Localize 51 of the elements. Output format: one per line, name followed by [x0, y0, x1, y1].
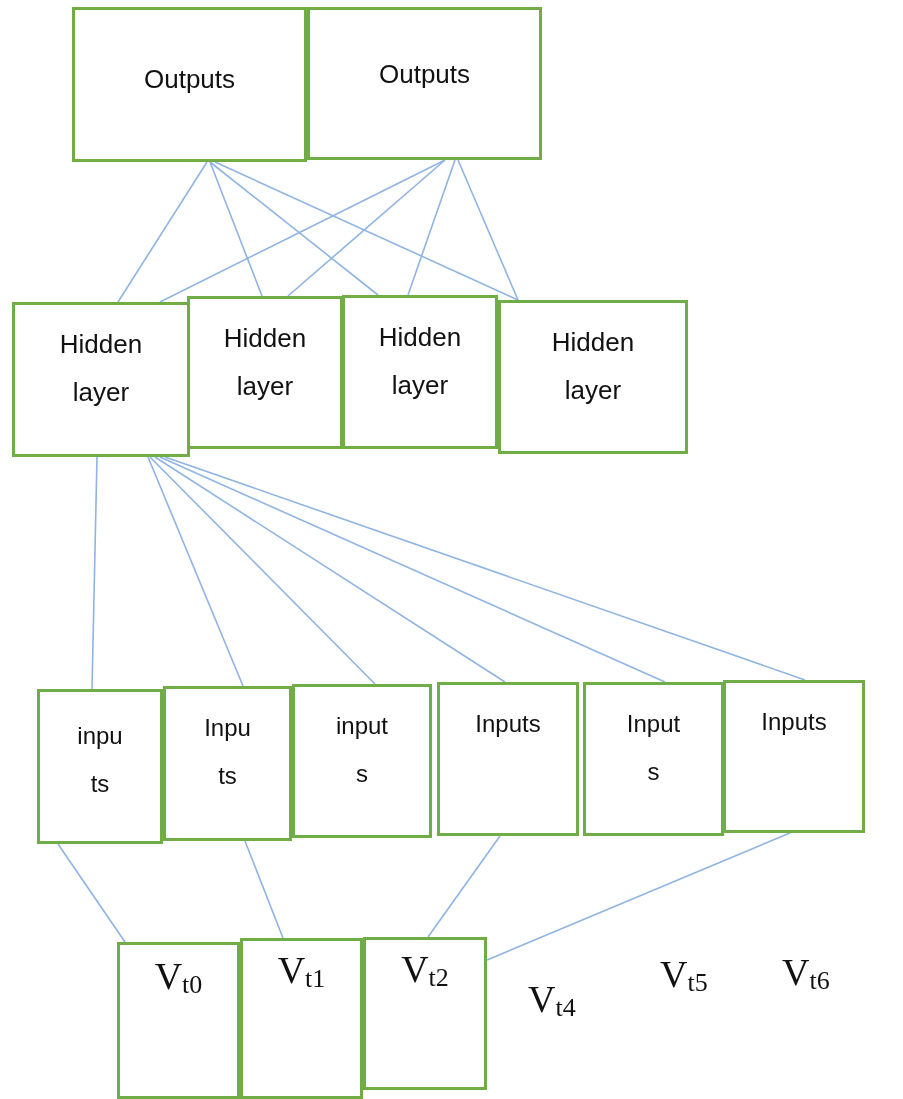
connector-line [287, 159, 446, 297]
input-node-box [583, 682, 724, 836]
connector-line [147, 456, 244, 687]
output-node-box [72, 7, 307, 162]
node-label: Outputs [377, 58, 472, 91]
node-label: Outputs [142, 63, 237, 96]
connector-line [159, 456, 666, 683]
node-label: Inputs [625, 709, 682, 787]
variable-label: V$_{t0}$ [153, 955, 204, 1001]
variable-label: V$_{t4}$ [528, 978, 576, 1024]
variable-label: V$_{t1}$ [276, 949, 327, 995]
hidden-layer-box [12, 302, 190, 457]
input-node-box [37, 689, 163, 844]
node-label: Hidden layer [58, 328, 144, 409]
connector-line [244, 840, 284, 939]
node-label: Hidden layer [377, 321, 463, 402]
value-box [363, 937, 487, 1090]
connector-line [427, 835, 501, 938]
connector-line [57, 843, 126, 943]
variable-label: V$_{t5}$ [660, 953, 708, 999]
connector-line [407, 159, 456, 296]
node-label: Inputs [760, 707, 828, 737]
connector-line [149, 456, 376, 685]
input-node-box [163, 686, 292, 841]
input-node-box [437, 682, 579, 836]
input-node-box [723, 680, 865, 833]
connector-line [209, 161, 379, 296]
connector-line [214, 161, 519, 301]
connector-line [209, 161, 263, 297]
node-label: inputs [334, 711, 389, 789]
node-label: Hidden layer [222, 322, 308, 403]
value-box [117, 942, 240, 1099]
connector-line [117, 161, 208, 303]
node-label: Inputs [474, 709, 542, 739]
connector-line [154, 456, 506, 683]
hidden-layer-box [498, 300, 688, 454]
output-node-box [307, 7, 542, 160]
connector-line [91, 456, 98, 690]
hidden-layer-box [187, 296, 343, 449]
connector-line [486, 832, 791, 961]
connector-line [164, 456, 806, 681]
variable-label: V$_{t2}$ [400, 948, 450, 994]
node-label: Inputs [203, 713, 252, 791]
node-label: inputs [76, 721, 124, 799]
input-node-box [292, 684, 432, 838]
value-box [240, 938, 363, 1099]
connector-line [159, 159, 446, 303]
hidden-layer-box [342, 295, 498, 449]
node-label: Hidden layer [550, 326, 636, 407]
variable-label: V$_{t6}$ [782, 951, 830, 997]
connector-line [457, 159, 519, 301]
